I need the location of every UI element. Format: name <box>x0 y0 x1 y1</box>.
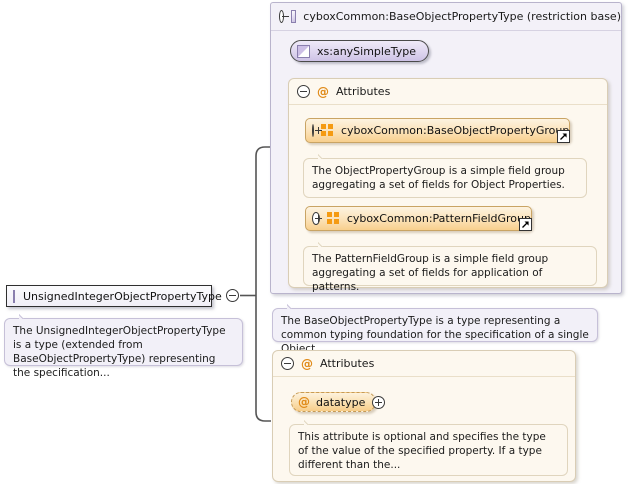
collapse-minus-icon[interactable] <box>226 289 239 302</box>
expand-plus-icon[interactable] <box>372 396 385 409</box>
restriction-base-documentation-text: The BaseObjectPropertyType is a type rep… <box>281 315 589 355</box>
attributes-label: Attributes <box>320 357 375 370</box>
root-node-label: UnsignedIntegerObjectPropertyType <box>23 289 222 303</box>
collapse-minus-icon[interactable] <box>281 357 294 370</box>
attributes-panel-header: @ Attributes <box>273 351 575 377</box>
attribute-group-pattern-field-group[interactable]: cyboxCommon:PatternFieldGroup <box>305 206 532 231</box>
simple-type-label: xs:anySimpleType <box>317 44 416 58</box>
simple-type-icon <box>297 44 310 58</box>
expand-plus-icon[interactable] <box>312 124 322 137</box>
attribute-group-label: cyboxCommon:BaseObjectPropertyGroup <box>341 124 570 137</box>
root-node-unsigned-integer-object-property-type[interactable]: UnsignedIntegerObjectPropertyType <box>6 285 222 307</box>
collapse-minus-icon[interactable] <box>279 10 290 23</box>
attribute-group-documentation-text: The ObjectPropertyGroup is a simple fiel… <box>312 165 565 191</box>
attribute-group-documentation-text: The PatternFieldGroup is a simple field … <box>312 253 549 293</box>
complex-type-icon <box>13 289 15 303</box>
at-sign-icon: @ <box>301 356 313 371</box>
at-sign-icon: @ <box>317 84 329 99</box>
restriction-base-header: cyboxCommon:BaseObjectPropertyType (rest… <box>271 3 621 31</box>
attribute-group-documentation: The ObjectPropertyGroup is a simple fiel… <box>303 158 587 198</box>
root-node-documentation-text: The UnsignedIntegerObjectPropertyType is… <box>13 325 226 379</box>
simple-type-node[interactable]: xs:anySimpleType <box>290 40 429 62</box>
attributes-panel-header: @ Attributes <box>289 79 607 105</box>
external-link-icon[interactable] <box>519 218 532 231</box>
restriction-base-documentation: The BaseObjectPropertyType is a type rep… <box>272 308 598 355</box>
attribute-group-documentation: The PatternFieldGroup is a simple field … <box>303 246 597 293</box>
attribute-datatype-label: datatype <box>316 395 366 409</box>
attribute-datatype-documentation: This attribute is optional and specifies… <box>289 424 568 476</box>
attribute-datatype[interactable]: @ datatype <box>291 392 377 412</box>
external-link-icon[interactable] <box>557 130 570 143</box>
at-sign-icon: @ <box>298 395 310 409</box>
restriction-base-title: cyboxCommon:BaseObjectPropertyType (rest… <box>303 10 621 23</box>
collapse-minus-icon[interactable] <box>297 85 310 98</box>
complex-type-icon <box>291 10 297 23</box>
attribute-group-icon <box>326 212 340 225</box>
root-node-documentation: The UnsignedIntegerObjectPropertyType is… <box>4 318 243 379</box>
attribute-datatype-documentation-text: This attribute is optional and specifies… <box>298 431 546 471</box>
attribute-group-icon <box>321 124 334 137</box>
attribute-group-label: cyboxCommon:PatternFieldGroup <box>346 212 531 225</box>
attribute-group-base-object-property-group[interactable]: cyboxCommon:BaseObjectPropertyGroup <box>305 118 570 143</box>
attributes-label: Attributes <box>336 85 391 98</box>
expand-plus-icon[interactable] <box>312 212 322 225</box>
